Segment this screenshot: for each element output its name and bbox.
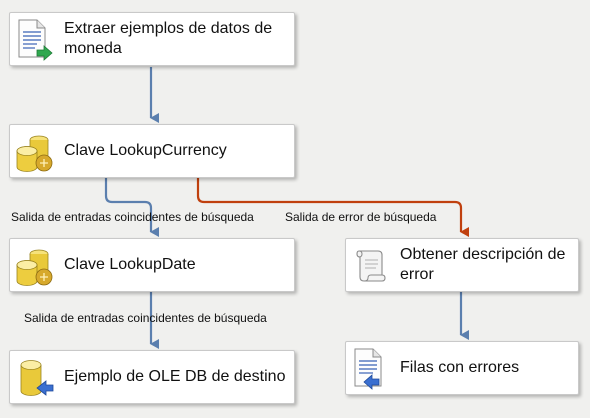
path-currency-to-error[interactable]	[196, 178, 469, 237]
component-lookup-date[interactable]: Clave LookupDate	[9, 238, 295, 292]
lookup-icon	[16, 249, 53, 286]
connector-label-currency-error: Salida de error de búsqueda	[285, 210, 437, 224]
lookup-icon	[16, 135, 53, 172]
component-label: Ejemplo de OLE DB de destino	[64, 368, 286, 385]
component-get-error-description[interactable]: Obtener descripción de error	[345, 238, 579, 292]
flat-file-destination-icon	[354, 348, 382, 390]
connector-label-date-match: Salida de entradas coincidentes de búsqu…	[24, 311, 267, 325]
component-label: Extraer ejemplos de datos de moneda	[64, 20, 273, 57]
connector-label-currency-match: Salida de entradas coincidentes de búsqu…	[11, 210, 254, 224]
oledb-destination-icon	[20, 360, 54, 396]
component-oledb-destination[interactable]: Ejemplo de OLE DB de destino	[9, 350, 295, 404]
component-lookup-currency[interactable]: Clave LookupCurrency	[9, 124, 295, 178]
path-currency-to-date[interactable]	[104, 178, 159, 237]
component-label: Clave LookupCurrency	[64, 142, 227, 159]
flat-file-source-icon	[18, 19, 53, 61]
component-extract-currency-data[interactable]: Extraer ejemplos de datos de moneda	[9, 12, 295, 66]
component-label: Clave LookupDate	[64, 256, 196, 273]
component-error-rows[interactable]: Filas con errores	[345, 341, 579, 395]
component-label: Obtener descripción de error	[400, 246, 566, 283]
component-label: Filas con errores	[400, 359, 520, 376]
script-component-icon	[356, 250, 386, 282]
